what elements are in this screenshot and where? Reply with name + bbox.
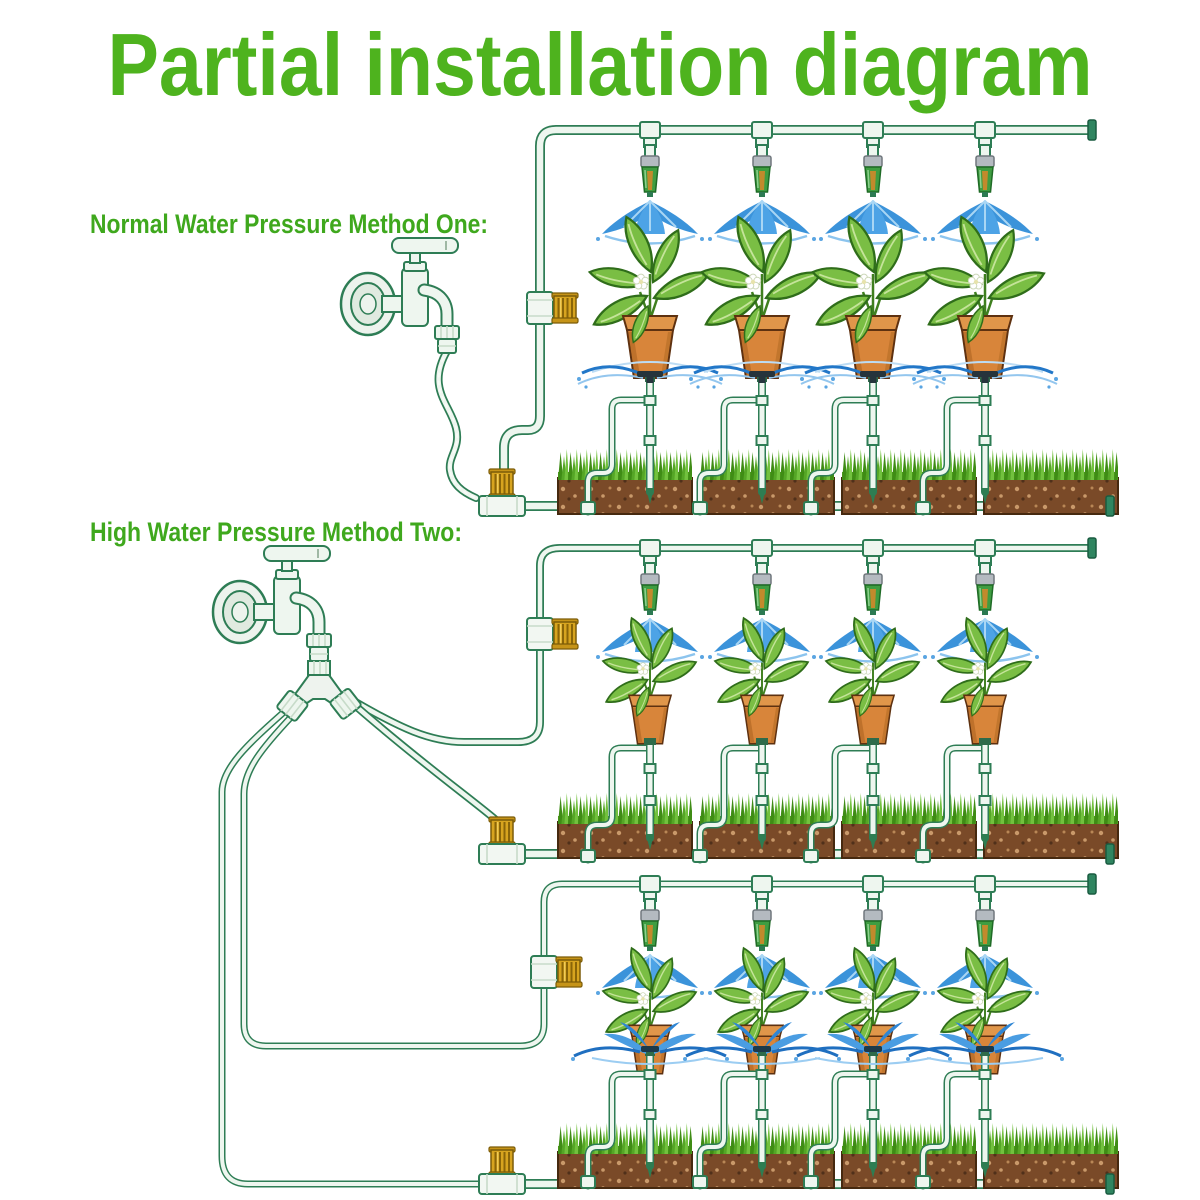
grass-bed: [557, 1121, 693, 1189]
tee-connector: [479, 817, 525, 864]
tee-connector: [479, 1147, 525, 1194]
supply-tube: [218, 708, 484, 1188]
pipe-connector: [527, 618, 578, 650]
y-splitter: [275, 660, 363, 723]
misting-nozzle: [929, 120, 1041, 245]
pipe-end-cap: [1087, 873, 1097, 895]
pipe-end-cap: [1105, 1173, 1115, 1195]
pipe-connector: [531, 956, 582, 988]
pipe-end-cap: [1105, 495, 1115, 517]
method-one-label: Normal Water Pressure Method One:: [90, 209, 488, 239]
misting-nozzle: [817, 120, 929, 245]
grass-bed: [841, 791, 977, 859]
potted-plant: [924, 217, 1044, 378]
grass-bed: [983, 447, 1119, 515]
misting-nozzle: [706, 120, 818, 245]
faucet: [213, 546, 331, 661]
method-two-diagram: [213, 537, 1119, 1195]
potted-plant: [812, 217, 932, 378]
grass-bed: [557, 791, 693, 859]
potted-plant: [589, 217, 709, 378]
grass-bed: [983, 791, 1119, 859]
misting-nozzle: [594, 120, 706, 245]
tee-connector: [479, 469, 525, 516]
pipe-end-cap: [1087, 119, 1097, 141]
method-one-diagram: [341, 119, 1119, 517]
pipe-end-cap: [1105, 843, 1115, 865]
grass-bed: [557, 447, 693, 515]
grass-bed: [841, 1121, 977, 1189]
manifold-pipe: [499, 125, 1093, 477]
faucet: [341, 238, 459, 353]
grass-bed: [841, 447, 977, 515]
grass-bed: [983, 1121, 1119, 1189]
page-title: Partial installation diagram: [108, 15, 1093, 114]
pipe-connector: [527, 292, 578, 324]
method-two-label: High Water Pressure Method Two:: [90, 517, 462, 547]
potted-plant: [701, 217, 821, 378]
pipe-end-cap: [1087, 537, 1097, 559]
